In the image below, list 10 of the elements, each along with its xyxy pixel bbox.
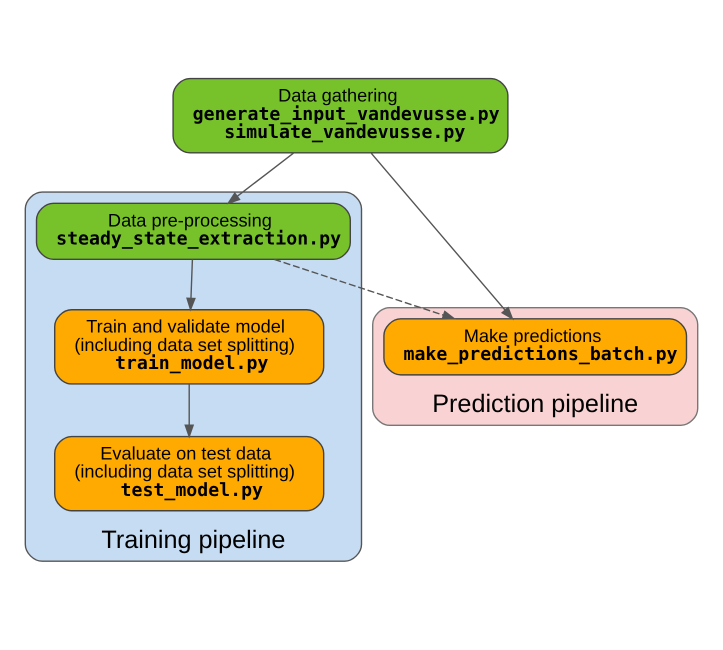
arrow xyxy=(370,152,514,320)
node-box: Evaluate on test data (including data set splitting) test_model.py xyxy=(54,435,324,511)
arrow xyxy=(226,152,294,204)
node-box: Make predictions make_predictions_batch.py xyxy=(383,318,688,376)
node-box: Data pre-processing steady_state_extraction.py xyxy=(36,202,351,260)
node-box: Data gathering generate_input_vandevusse.py simulate_vandevusse.py xyxy=(172,77,509,154)
node-box: Train and validate model (including data set splitting) train_model.py xyxy=(54,308,324,384)
arrow xyxy=(186,258,196,312)
arrow xyxy=(274,258,456,320)
arrow xyxy=(184,384,194,438)
